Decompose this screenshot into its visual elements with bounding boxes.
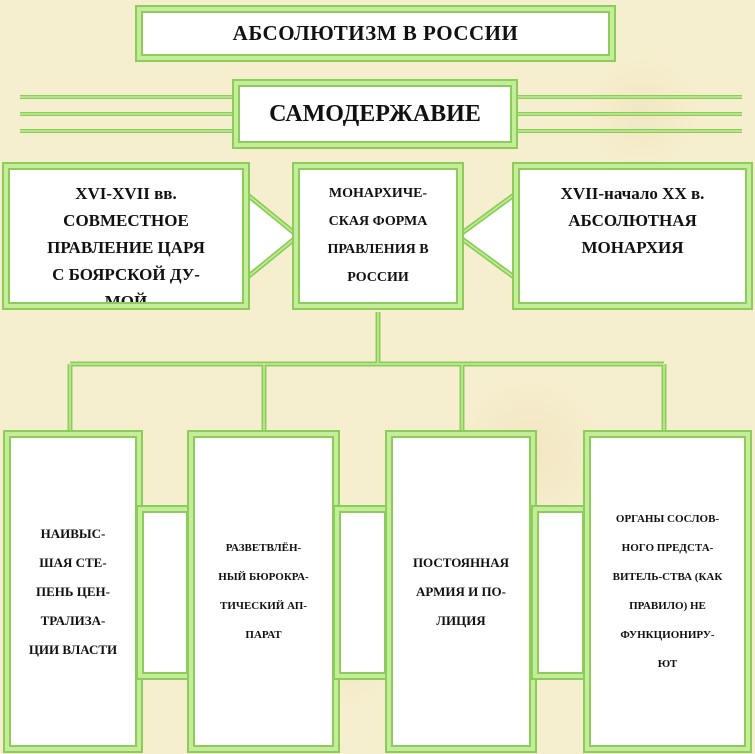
connector-panel: [339, 511, 386, 674]
autocracy-box: САМОДЕРЖАВИЕ: [238, 85, 512, 143]
right-arrow: [453, 187, 521, 285]
monarchy-form-box: МОНАРХИЧЕ- СКАЯ ФОРМА ПРАВЛЕНИЯ В РОССИИ: [298, 168, 458, 304]
tree-connector: [67, 312, 667, 430]
era-box-absolute-monarchy: XVII-начало XX в. АБСОЛЮТНАЯ МОНАРХИЯ: [518, 168, 747, 304]
diagram-title: АБСОЛЮТИЗМ В РОССИИ: [141, 11, 610, 56]
feature-box-bureaucracy: РАЗВЕТВЛЁН- НЫЙ БЮРОКРА- ТИЧЕСКИЙ АП- ПА…: [193, 436, 334, 747]
connector-panel: [142, 511, 188, 674]
feature-box-estate-representation: ОРГАНЫ СОСЛОВ- НОГО ПРЕДСТА- ВИТЕЛЬ-СТВА…: [589, 436, 746, 747]
connector-panel: [537, 511, 584, 674]
feature-box-centralization: НАИВЫС- ШАЯ СТЕ- ПЕНЬ ЦЕН- ТРАЛИЗА- ЦИИ …: [9, 436, 137, 747]
era-box-16-17-century: XVI-XVII вв. СОВМЕСТНОЕ ПРАВЛЕНИЕ ЦАРЯ С…: [8, 168, 244, 304]
feature-box-army-police: ПОСТОЯННАЯ АРМИЯ И ПО- ЛИЦИЯ: [391, 436, 531, 747]
left-arrow: [241, 186, 302, 286]
